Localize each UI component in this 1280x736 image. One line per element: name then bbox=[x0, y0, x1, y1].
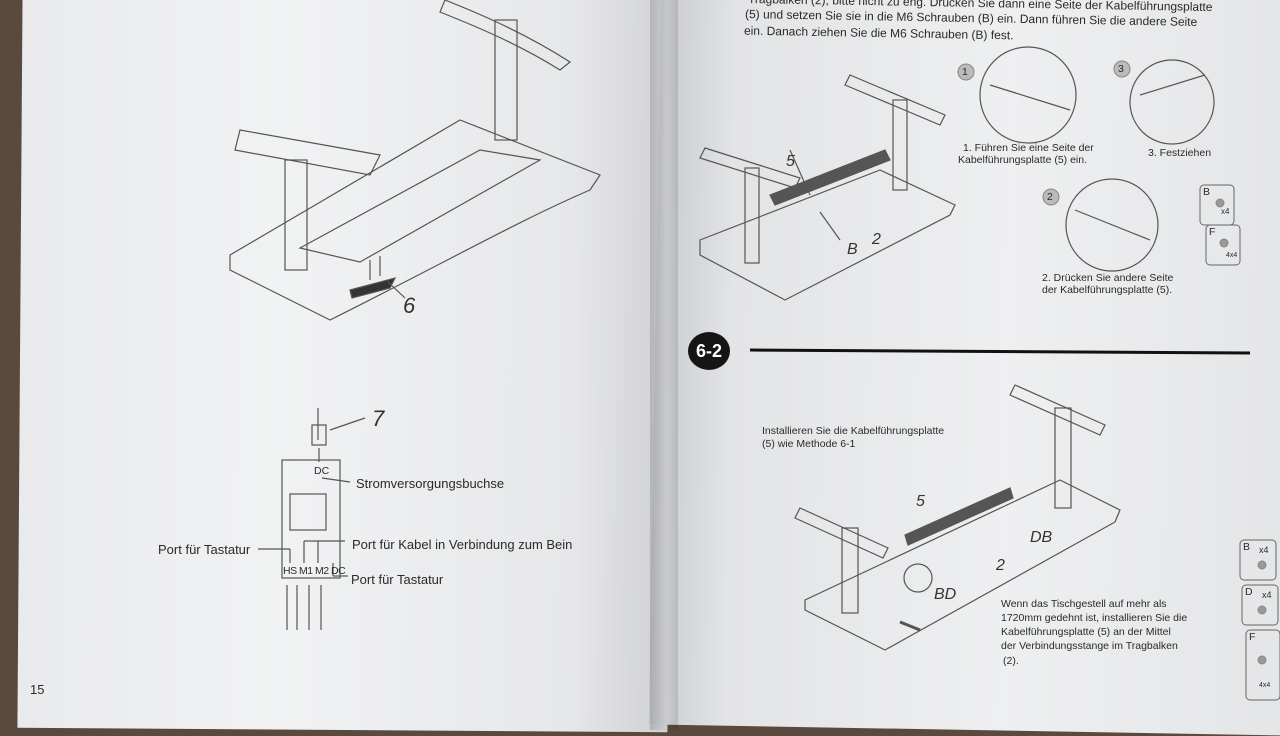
fig2-leg-front bbox=[841, 527, 859, 614]
detail-circle-1 bbox=[979, 46, 1077, 144]
step-circle-1 bbox=[957, 63, 975, 81]
book-spine bbox=[650, 0, 678, 730]
fig2-foot-front bbox=[794, 507, 889, 559]
fig2-plate-5 bbox=[904, 487, 1014, 546]
callout-7: 7 bbox=[372, 406, 385, 431]
step-3-text: 3. Festziehen bbox=[1148, 147, 1212, 159]
part-d-icon-bottom bbox=[1257, 605, 1267, 615]
step-1-text-line-1: 1. Führen Sie eine Seite der bbox=[963, 142, 1094, 154]
step-2-text-line-2: der Kabelführungsplatte (5). bbox=[1042, 284, 1173, 296]
cable-plate-6 bbox=[349, 277, 397, 299]
part-b-icon bbox=[1215, 198, 1225, 208]
part-letter-b-bottom: B bbox=[1243, 541, 1251, 553]
fig2-frame bbox=[804, 479, 1121, 651]
fig2-label-plate: 5 bbox=[916, 493, 925, 510]
fig2-label-beam: 2 bbox=[996, 557, 1005, 574]
part-box-f-bottom bbox=[1245, 629, 1280, 701]
fig1-label-screw: B bbox=[847, 241, 858, 258]
part-qty-f-bottom: 4x4 bbox=[1259, 682, 1271, 689]
callout-6: 6 bbox=[403, 293, 416, 318]
part-letter-d-bottom: D bbox=[1245, 586, 1253, 598]
keyboard-port-label-right: Port für Tastatur bbox=[351, 572, 444, 587]
page-number: 15 bbox=[30, 682, 45, 697]
controller-box bbox=[281, 459, 341, 579]
fig1-label-beam: 2 bbox=[872, 231, 881, 248]
part-letter-f-top: F bbox=[1209, 226, 1216, 238]
frame-base bbox=[229, 119, 601, 321]
fig1-leg-back bbox=[892, 99, 908, 191]
part-f-icon-bottom bbox=[1257, 655, 1267, 665]
step-2-text-line-1: 2. Drücken Sie andere Seite bbox=[1042, 272, 1174, 284]
fig1-plate-5 bbox=[769, 149, 891, 206]
detail-circle-2 bbox=[1065, 178, 1159, 272]
leg-right bbox=[494, 19, 518, 141]
step-1-number: 1 bbox=[962, 66, 968, 78]
part-qty-d-bottom: x4 bbox=[1262, 590, 1272, 600]
fig1-label-plate: 5 bbox=[786, 153, 795, 170]
fig2-label-db: DB bbox=[1030, 529, 1053, 546]
controller-top-mark: DC bbox=[314, 465, 330, 477]
part-qty-b-top: x4 bbox=[1221, 207, 1230, 216]
foot-top-right bbox=[439, 0, 572, 71]
keyboard-port-label-left: Port für Tastatur bbox=[158, 542, 251, 557]
method-text-line-2: (5) wie Methode 6-1 bbox=[762, 438, 856, 450]
part-qty-b-bottom: x4 bbox=[1259, 545, 1269, 555]
step-circle-3 bbox=[1113, 60, 1131, 78]
note-line-2: 1720mm gedehnt ist, installieren Sie die bbox=[1001, 612, 1188, 624]
controller-port-labels: HS M1 M2 DC bbox=[283, 565, 346, 577]
section-divider bbox=[749, 348, 1251, 355]
part-b-icon-bottom bbox=[1257, 560, 1267, 570]
left-page-illustrations bbox=[229, 0, 601, 630]
fig1-foot-back bbox=[844, 74, 946, 126]
step-2-number: 2 bbox=[1047, 191, 1053, 203]
power-socket-label: Stromversorgungsbuchse bbox=[356, 476, 505, 491]
note-line-3: Kabelführungsplatte (5) an der Mittel bbox=[1001, 626, 1171, 638]
manual-photo: 6 7 DC HS M1 M2 DC Stromversorgungsbuchs… bbox=[17, 0, 1280, 736]
part-qty-f-top: 4x4 bbox=[1226, 252, 1238, 259]
fig1-frame bbox=[699, 169, 956, 301]
leg-left bbox=[284, 159, 308, 271]
step-1-text-line-2: Kabelführungsplatte (5) ein. bbox=[958, 154, 1087, 166]
fig2-foot-back bbox=[1009, 384, 1106, 436]
note-line-1: Wenn das Tischgestell auf mehr als bbox=[1001, 598, 1167, 610]
part-box-b-bottom bbox=[1239, 539, 1277, 581]
detail-circle-3 bbox=[1129, 59, 1215, 145]
fig2-label-bd: BD bbox=[934, 586, 957, 603]
part-box-d-bottom bbox=[1241, 584, 1279, 626]
note-line-5: (2). bbox=[1003, 655, 1019, 667]
fig1-leg-front bbox=[744, 167, 760, 264]
step-circle-2 bbox=[1042, 188, 1060, 206]
foot-left bbox=[234, 129, 381, 176]
part-letter-b-top: B bbox=[1203, 186, 1211, 198]
leg-cable-port-label: Port für Kabel in Verbindung zum Bein bbox=[352, 537, 573, 552]
part-letter-f-bottom: F bbox=[1249, 631, 1256, 643]
part-box-f-top bbox=[1205, 224, 1241, 266]
fig2-leg-back bbox=[1054, 407, 1072, 509]
method-text-line-1: Installieren Sie die Kabelführungsplatte bbox=[762, 425, 945, 437]
part-f-icon bbox=[1219, 238, 1229, 248]
step-3-number: 3 bbox=[1118, 63, 1124, 75]
section-badge: 6-2 bbox=[688, 332, 730, 370]
note-line-4: der Verbindungsstange im Tragbalken bbox=[1001, 640, 1178, 652]
beam bbox=[298, 149, 542, 263]
right-page-illustrations bbox=[699, 46, 1280, 701]
